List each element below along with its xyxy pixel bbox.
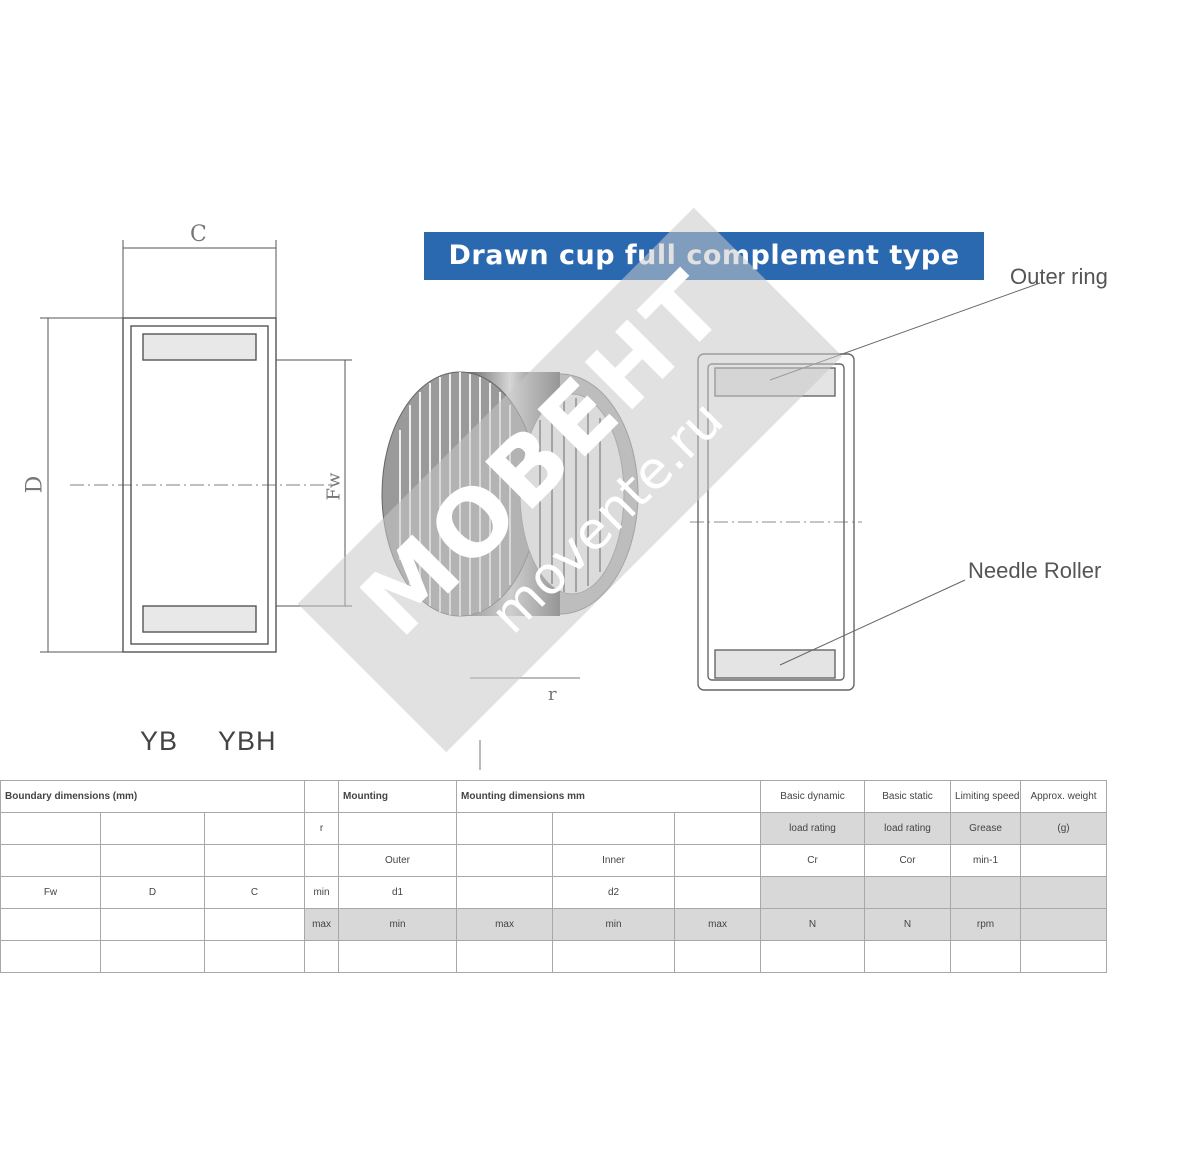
table-cell — [203, 908, 306, 941]
table-cell: N — [864, 908, 952, 941]
table-cell: r — [304, 812, 340, 845]
table-cell — [304, 780, 340, 813]
table-cell — [1020, 908, 1108, 941]
table-cell: Cor — [864, 844, 952, 877]
section-view-right — [690, 282, 1041, 691]
section-view — [40, 240, 352, 653]
table-cell: Grease — [950, 812, 1022, 845]
table-cell — [304, 940, 340, 973]
table-cell: N — [760, 908, 866, 941]
table-cell: load rating — [760, 812, 866, 845]
table-row: max min max min max N N rpm — [0, 908, 1108, 941]
table-cell: min — [552, 908, 676, 941]
table-cell — [1020, 844, 1108, 877]
table-cell — [203, 812, 306, 845]
table-cell — [674, 940, 762, 973]
table-cell — [456, 844, 554, 877]
needle-roller-label: Needle Roller — [968, 558, 1102, 583]
table-cell: Cr — [760, 844, 866, 877]
table-cell: Inner — [552, 844, 676, 877]
table-cell: min — [304, 876, 340, 909]
outer-ring-label: Outer ring — [1010, 264, 1108, 289]
table-cell — [950, 940, 1022, 973]
table-cell: load rating — [864, 812, 952, 845]
table-cell: max — [674, 908, 762, 941]
table-cell — [760, 940, 866, 973]
table-row: Boundary dimensions (mm) Mounting Mounti… — [0, 780, 1108, 813]
table-cell — [100, 844, 205, 877]
dim-r-label: r — [548, 684, 557, 705]
table-cell — [304, 844, 340, 877]
table-cell — [1020, 940, 1108, 973]
table-cell — [338, 940, 458, 973]
table-cell: d2 — [552, 876, 676, 909]
table-cell — [0, 940, 101, 973]
table-cell — [950, 876, 1022, 909]
table-cell: Mounting dimensions mm — [456, 780, 762, 813]
table-cell — [760, 876, 866, 909]
table-cell: Boundary dimensions (mm) — [0, 780, 306, 813]
table-cell: Basic static — [864, 780, 952, 813]
type-label-yb: YB — [140, 726, 179, 756]
table-cell — [1020, 876, 1108, 909]
table-cell: Limiting speed — [950, 780, 1022, 813]
table-cell: d1 — [338, 876, 458, 909]
table-cell — [552, 940, 676, 973]
table-cell — [674, 876, 762, 909]
type-banner: Drawn cup full complement type — [424, 232, 984, 280]
table-cell: max — [304, 908, 340, 941]
type-label-ybh: YBH — [218, 726, 277, 756]
table-cell — [864, 940, 952, 973]
table-row: Fw D C min d1 d2 — [0, 876, 1108, 909]
table-cell — [0, 844, 101, 877]
table-cell: D — [100, 876, 205, 909]
bearing-iso-image — [381, 371, 639, 770]
table-row — [0, 940, 1108, 973]
table-cell: min-1 — [950, 844, 1022, 877]
table-cell — [456, 876, 554, 909]
table-cell: (g) — [1020, 812, 1108, 845]
table-row: r load rating load rating Grease (g) — [0, 812, 1108, 845]
table-cell — [203, 844, 306, 877]
table-cell — [456, 940, 554, 973]
table-cell: rpm — [950, 908, 1022, 941]
table-cell — [0, 812, 101, 845]
table-cell: Basic dynamic — [760, 780, 866, 813]
table-cell: Mounting — [338, 780, 458, 813]
table-cell: min — [338, 908, 458, 941]
table-cell — [674, 812, 762, 845]
table-cell — [456, 812, 554, 845]
table-cell: max — [456, 908, 554, 941]
table-cell: Fw — [0, 876, 101, 909]
table-cell: Outer — [338, 844, 458, 877]
table-cell — [100, 908, 205, 941]
bearing-drawing — [40, 240, 1041, 770]
table-cell — [0, 908, 101, 941]
table-cell — [864, 876, 952, 909]
dim-fw-label: Fw — [323, 472, 345, 501]
table-cell — [100, 940, 205, 973]
table-cell: C — [203, 876, 306, 909]
table-row: Outer Inner Cr Cor min-1 — [0, 844, 1108, 877]
dim-c-label: C — [190, 222, 207, 247]
table-cell — [552, 812, 676, 845]
table-cell — [203, 940, 306, 973]
dim-d-label: D — [22, 475, 48, 494]
table-cell — [338, 812, 458, 845]
table-cell — [674, 844, 762, 877]
spec-table: Boundary dimensions (mm) Mounting Mounti… — [0, 780, 1108, 973]
table-cell — [100, 812, 205, 845]
table-cell: Approx. weight — [1020, 780, 1108, 813]
